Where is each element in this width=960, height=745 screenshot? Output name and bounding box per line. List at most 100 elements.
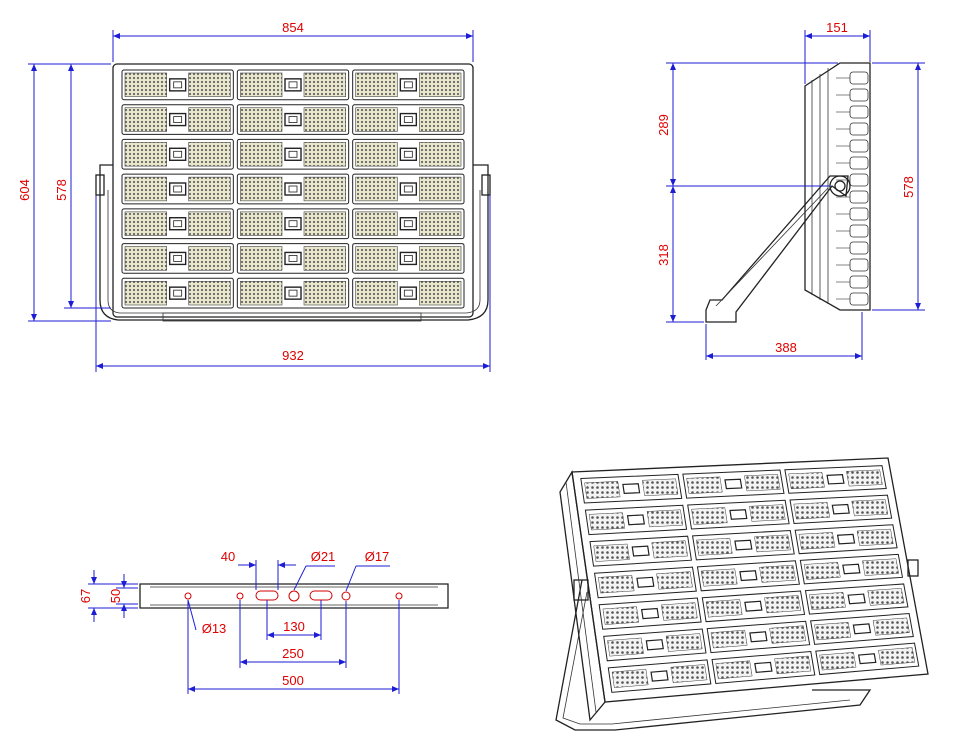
- iso-led-module: [593, 566, 697, 599]
- front-led-module: [121, 173, 234, 205]
- bracket-plate: [139, 583, 449, 609]
- front-led-module: [121, 208, 234, 240]
- iso-led-module: [706, 620, 811, 654]
- side-fin: [849, 139, 869, 153]
- dim-label-d13: Ø13: [202, 621, 227, 636]
- dim-label-height-outer: 604: [17, 179, 32, 201]
- hole-13-right: [395, 592, 403, 600]
- iso-led-module: [692, 529, 795, 561]
- right-pivot-bolt: [481, 174, 491, 196]
- front-led-module: [236, 69, 350, 101]
- hole-21-center: [288, 590, 300, 602]
- iso-led-module: [598, 597, 702, 630]
- iso-led-grid: [580, 465, 920, 693]
- side-fin: [849, 122, 869, 136]
- dim-label-height-inner: 578: [54, 179, 69, 201]
- iso-led-module: [589, 535, 693, 567]
- dim-label-width-top: 854: [282, 20, 304, 35]
- front-led-module: [236, 104, 350, 135]
- front-led-module: [121, 69, 234, 101]
- slot-left: [255, 590, 279, 601]
- side-fin: [849, 105, 869, 119]
- side-fin: [849, 88, 869, 102]
- side-view: 151 289 318 578 388: [656, 20, 925, 360]
- iso-bracket: [555, 579, 872, 731]
- front-led-module: [121, 243, 234, 274]
- bracket-plan-view: 40 Ø21 Ø17 Ø13 67 50 130 250: [78, 549, 449, 694]
- iso-front-face: [571, 457, 929, 703]
- dim-label-total-height: 578: [901, 176, 916, 198]
- side-pivot-inner: [834, 180, 846, 192]
- iso-led-module: [711, 650, 816, 684]
- front-led-module: [236, 173, 350, 205]
- left-pivot-bolt: [95, 174, 105, 196]
- front-led-module: [352, 69, 465, 101]
- front-led-module: [352, 138, 465, 170]
- side-fin: [849, 156, 869, 170]
- front-led-module: [236, 243, 350, 274]
- slot-right: [309, 590, 333, 601]
- front-led-module: [121, 138, 234, 170]
- iso-led-module: [794, 524, 898, 555]
- hole-left-inner: [236, 592, 244, 600]
- side-fin: [849, 71, 869, 85]
- dim-label-depth: 151: [826, 20, 848, 35]
- iso-led-module: [701, 590, 806, 623]
- side-fin: [849, 275, 869, 289]
- side-fin: [849, 258, 869, 272]
- side-bracket-arm: [705, 175, 849, 323]
- front-bracket: [99, 164, 489, 321]
- front-led-grid: [121, 69, 465, 309]
- side-fin: [849, 173, 869, 187]
- front-view: 854 932 604 578: [17, 20, 491, 372]
- iso-led-module: [687, 499, 790, 530]
- isometric-view: [555, 457, 929, 731]
- side-fin: [849, 190, 869, 204]
- hole-13-left: [184, 592, 192, 600]
- dim-label-bracket-depth: 388: [775, 340, 797, 355]
- front-housing: [112, 63, 474, 318]
- iso-led-module: [682, 469, 785, 499]
- iso-led-module: [584, 504, 688, 536]
- front-led-module: [236, 277, 350, 309]
- iso-led-module: [603, 628, 707, 662]
- iso-led-module: [810, 612, 914, 645]
- iso-led-module: [784, 465, 887, 494]
- iso-led-module: [799, 553, 904, 585]
- dim-label-upper-height: 289: [656, 114, 671, 136]
- dim-label-130: 130: [283, 619, 305, 634]
- side-fin: [849, 292, 869, 306]
- dim-label-d17: Ø17: [365, 549, 390, 564]
- front-led-module: [352, 173, 465, 205]
- dim-label-lower-height: 318: [656, 244, 671, 266]
- dim-label-50: 50: [108, 589, 123, 603]
- iso-led-module: [815, 642, 920, 676]
- front-led-module: [236, 138, 350, 170]
- side-housing: [804, 62, 871, 311]
- front-led-module: [352, 277, 465, 309]
- dim-label-67: 67: [78, 589, 93, 603]
- hole-17: [341, 591, 351, 601]
- dim-label-width-bottom: 932: [282, 348, 304, 363]
- front-led-module: [121, 104, 234, 135]
- side-fins: [836, 71, 869, 306]
- iso-led-module: [607, 659, 712, 693]
- front-led-module: [352, 104, 465, 135]
- front-led-module: [352, 208, 465, 240]
- dim-label-40: 40: [221, 549, 235, 564]
- side-fin: [849, 241, 869, 255]
- side-fin: [849, 224, 869, 238]
- iso-led-module: [580, 473, 683, 504]
- front-led-module: [121, 277, 234, 309]
- side-fin: [849, 207, 869, 221]
- front-led-module: [352, 243, 465, 274]
- iso-led-module: [696, 560, 800, 592]
- dim-label-250: 250: [282, 646, 304, 661]
- dim-label-d21: Ø21: [311, 549, 336, 564]
- dim-label-500: 500: [282, 673, 304, 688]
- iso-led-module: [804, 583, 909, 615]
- front-bracket-base: [162, 312, 422, 322]
- front-led-module: [236, 208, 350, 240]
- iso-led-module: [789, 494, 893, 524]
